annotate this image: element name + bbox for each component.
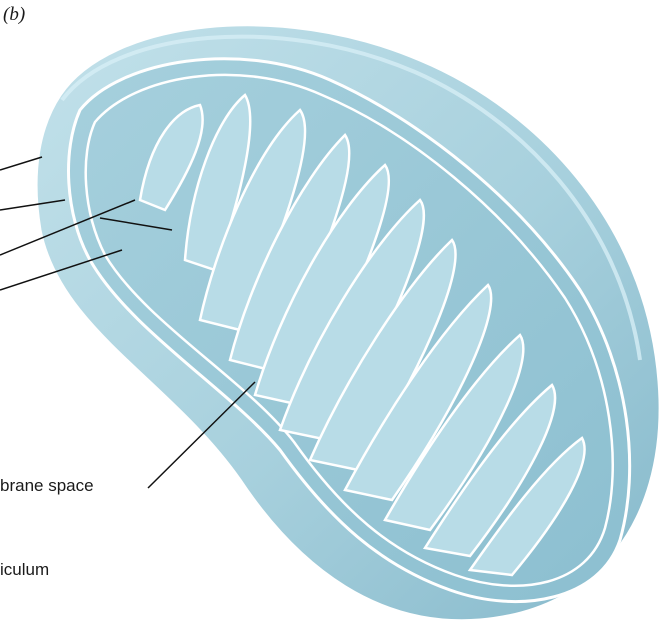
intermembrane-space-label: brane space bbox=[0, 476, 94, 496]
panel-label: (b) bbox=[3, 4, 25, 26]
reticulum-label: iculum bbox=[0, 560, 49, 580]
